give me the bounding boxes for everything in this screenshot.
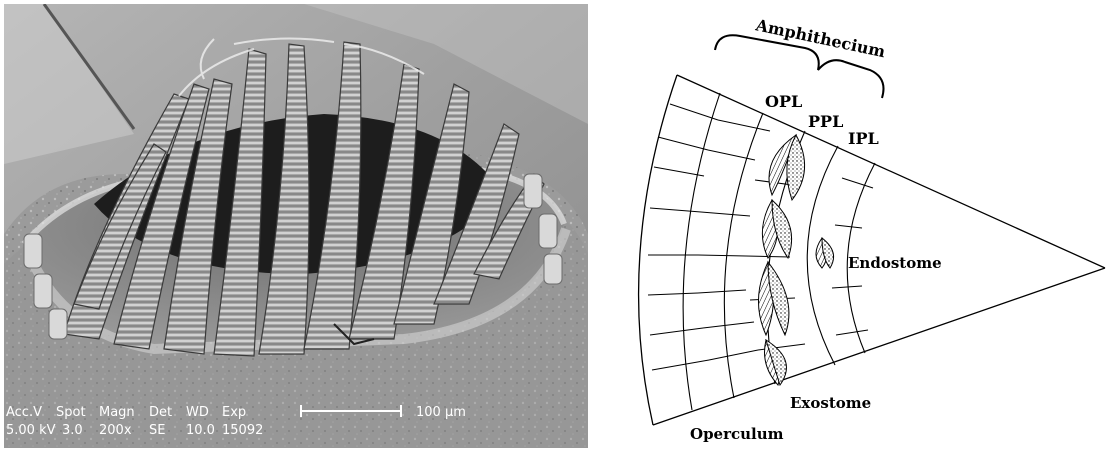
peristome-sem-image: Acc.V Spot Magn Det WD Exp 5.00 kV 3.0 2… xyxy=(4,4,588,448)
hud-value-spot: 3.0 xyxy=(62,423,83,438)
label-operculum: Operculum xyxy=(690,425,784,443)
hud-value-exp: 15092 xyxy=(222,423,263,438)
wedge-outline xyxy=(639,75,1105,425)
scale-bar-label: 100 µm xyxy=(416,405,466,420)
hud-label-magn: Magn xyxy=(99,405,135,420)
label-endostome: Endostome xyxy=(848,254,942,272)
hud-label-exp: Exp xyxy=(222,405,246,420)
exostome-thickenings xyxy=(758,135,804,385)
label-opl: OPL xyxy=(765,92,802,111)
hud-value-accv: 5.00 kV xyxy=(6,423,56,438)
peristome-diagram: Amphithecium OPL PPL IPL Endostome Exost… xyxy=(600,0,1107,451)
label-ppl: PPL xyxy=(808,112,843,131)
hud-value-magn: 200x xyxy=(99,423,132,438)
cell-walls xyxy=(648,104,873,370)
sem-micrograph: Acc.V Spot Magn Det WD Exp 5.00 kV 3.0 2… xyxy=(4,4,588,448)
diagram-svg: Amphithecium OPL PPL IPL Endostome Exost… xyxy=(600,0,1107,451)
hud-label-accv: Acc.V xyxy=(6,405,42,420)
hud-value-det: SE xyxy=(149,423,165,438)
endostome-process xyxy=(816,238,834,268)
label-amphithecium: Amphithecium xyxy=(753,15,887,61)
label-exostome: Exostome xyxy=(790,394,871,412)
hud-value-wd: 10.0 xyxy=(186,423,215,438)
hud-label-spot: Spot xyxy=(56,405,86,420)
label-ipl: IPL xyxy=(848,129,879,148)
hud-label-det: Det xyxy=(149,405,172,420)
hud-label-wd: WD xyxy=(186,405,209,420)
